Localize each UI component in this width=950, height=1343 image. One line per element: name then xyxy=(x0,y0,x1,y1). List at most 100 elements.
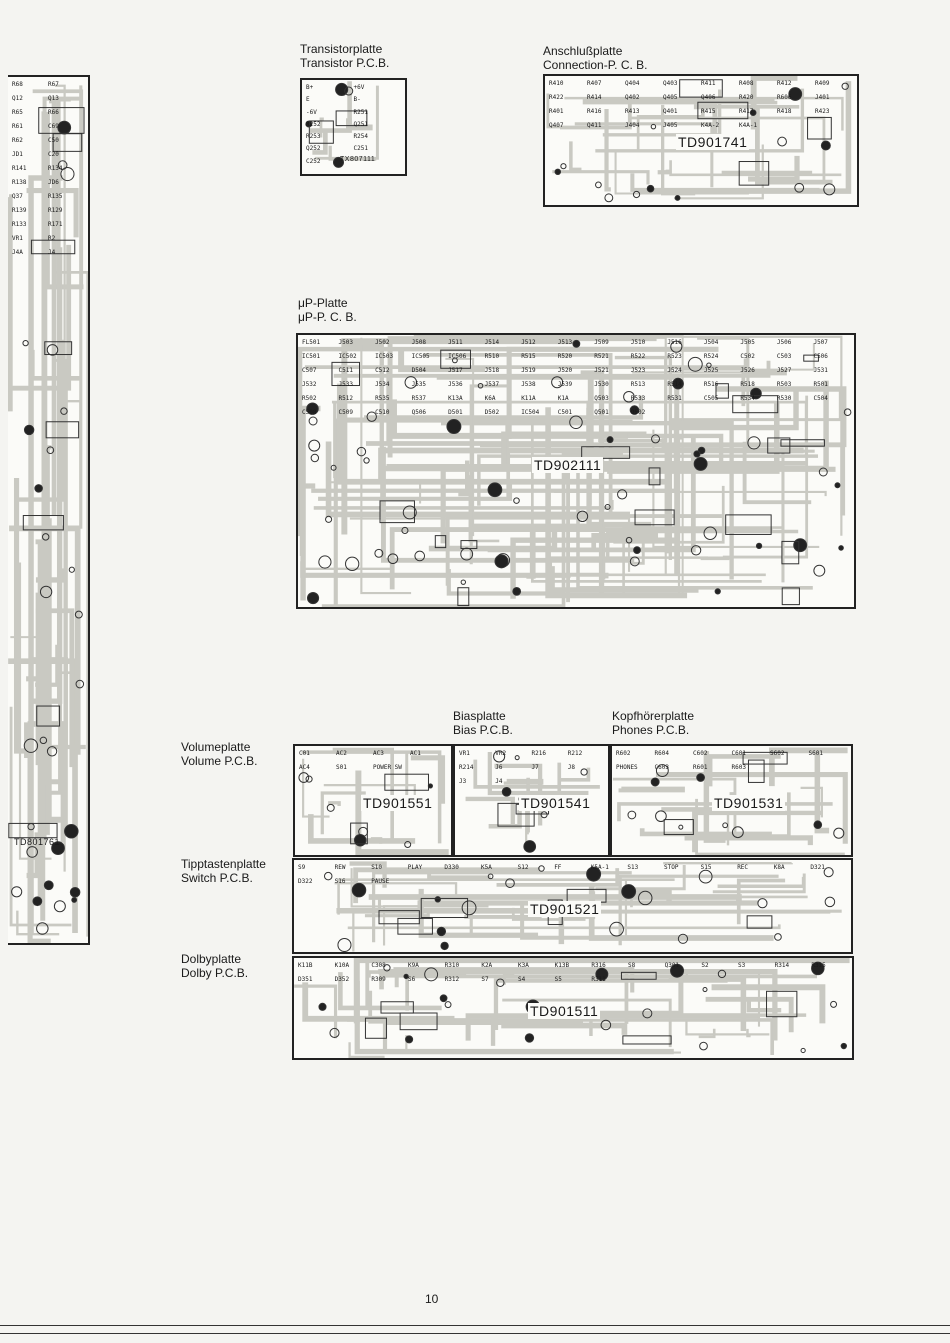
component-label: R516 xyxy=(703,381,719,388)
pcb-trace xyxy=(347,924,781,930)
pcb-pad xyxy=(595,967,609,981)
pcb-pad xyxy=(318,555,332,569)
component-label: C512 xyxy=(375,367,390,374)
component-label: R601 xyxy=(693,764,708,771)
pcb-trace xyxy=(524,762,562,795)
pcb-trace xyxy=(674,144,764,200)
pcb-pad xyxy=(11,886,23,898)
pcb-trace xyxy=(549,566,699,593)
pcb-pad xyxy=(655,764,669,778)
pcb-trace xyxy=(552,170,650,185)
pcb-trace xyxy=(465,796,515,825)
component-label: J532 xyxy=(302,381,317,388)
component-label: S15 xyxy=(700,864,712,871)
pcb-pad xyxy=(523,840,537,853)
component-label: R67 xyxy=(48,81,59,88)
pcb-pad xyxy=(401,526,409,534)
component-label: R411 xyxy=(701,80,716,87)
component-label: R139 xyxy=(12,207,27,214)
pcb-component-outline xyxy=(715,383,729,399)
component-label: K1A xyxy=(557,395,569,402)
pcb-trace xyxy=(560,101,632,130)
pcb-trace xyxy=(445,514,722,586)
pcb-trace xyxy=(341,338,576,535)
component-label: R309 xyxy=(371,976,386,983)
pcb-trace xyxy=(368,990,417,1024)
component-label: R512 xyxy=(338,395,353,402)
pcb-pad xyxy=(749,109,757,117)
component-label: R138 xyxy=(12,179,27,186)
pcb-trace xyxy=(44,111,84,290)
component-label: D504 xyxy=(411,367,427,374)
pcb-pad xyxy=(813,820,823,830)
pcb-trace xyxy=(510,537,680,599)
pcb-pad xyxy=(402,505,417,520)
component-label: J4A xyxy=(12,249,23,256)
pcb-trace xyxy=(748,155,800,182)
pcb-pad xyxy=(687,356,703,372)
pcb-pad xyxy=(74,610,83,619)
pcb-trace xyxy=(41,111,86,750)
pcb-pad xyxy=(838,545,844,551)
pcb-trace xyxy=(520,900,745,940)
component-label: B- xyxy=(353,96,361,104)
pcb-pad xyxy=(824,896,836,908)
component-label: R522 xyxy=(630,353,646,360)
pcb-component-outline xyxy=(380,1001,414,1014)
pcb-trace xyxy=(707,754,781,787)
pcb-trace xyxy=(582,98,778,105)
pcb-trace xyxy=(27,730,51,943)
pcb-pad xyxy=(623,390,635,403)
component-label: R515 xyxy=(521,353,536,360)
pcb-pad xyxy=(777,136,787,147)
component-label: R524 xyxy=(703,353,719,360)
component-label: J505 xyxy=(740,339,755,346)
component-label: R518 xyxy=(740,381,755,388)
pcb-trace xyxy=(337,878,675,915)
pcb-component-outline xyxy=(460,540,478,550)
pcb-pad xyxy=(823,183,836,196)
caption-en: Volume P.C.B. xyxy=(181,754,258,768)
caption-de: Transistorplatte xyxy=(300,42,383,56)
component-label: S5 xyxy=(554,976,562,983)
component-label: R416 xyxy=(587,108,602,115)
pcb-pad xyxy=(308,439,321,452)
component-label: R530 xyxy=(776,395,792,402)
component-label: D352 xyxy=(334,976,350,983)
component-label: FF xyxy=(554,864,562,871)
board-code: TD901511 xyxy=(528,1003,601,1019)
caption-up: μP-Platte μP-P. C. B. xyxy=(298,296,357,324)
pcb-trace xyxy=(298,346,575,537)
pcb-trace xyxy=(378,447,804,483)
caption-en: Bias P.C.B. xyxy=(453,723,513,737)
pcb-component-outline xyxy=(22,515,64,531)
pcb-trace xyxy=(537,969,629,1024)
pcb-pad xyxy=(714,588,721,595)
pcb-pad xyxy=(670,963,685,978)
pcb-trace xyxy=(712,873,806,894)
pcb-pad xyxy=(823,867,834,878)
pcb-trace xyxy=(769,747,848,787)
component-label: R412 xyxy=(777,80,792,87)
pcb-component-outline xyxy=(440,349,471,369)
pcb-component-outline xyxy=(379,500,415,524)
component-label: R423 xyxy=(815,108,830,115)
pcb-trace xyxy=(746,1001,782,1013)
caption-connection: Anschlußplatte Connection-P. C. B. xyxy=(543,44,648,72)
component-label: C01 xyxy=(299,750,310,757)
pcb-component-outline xyxy=(803,354,819,362)
pcb-trace xyxy=(436,374,680,575)
component-label: C502 xyxy=(740,353,755,360)
pcb-trace xyxy=(669,160,842,177)
component-label: R537 xyxy=(411,395,427,402)
component-label: R253 xyxy=(306,133,321,141)
pcb-pad xyxy=(57,120,72,135)
component-label: J504 xyxy=(703,339,719,346)
component-label: K13B xyxy=(554,962,570,969)
pcb-pad xyxy=(524,1033,535,1043)
pcb-component-outline xyxy=(308,120,334,144)
pcb-trace xyxy=(9,706,72,927)
component-label: Q405 xyxy=(663,94,678,101)
